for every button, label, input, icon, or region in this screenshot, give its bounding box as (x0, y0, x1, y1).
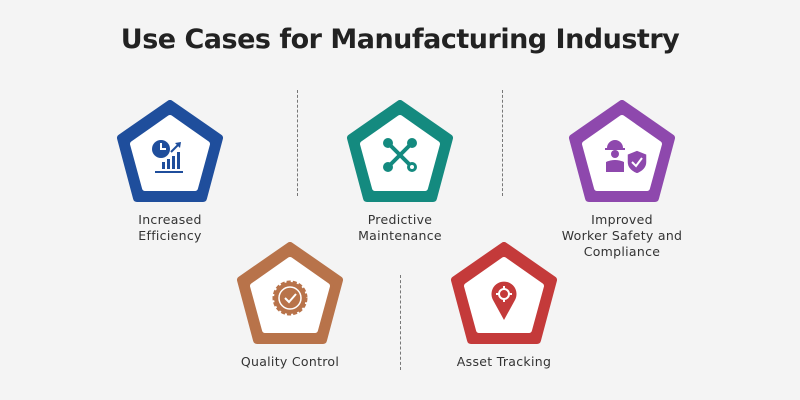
pentagon-badge (117, 100, 223, 202)
wrench-tools-icon (383, 138, 417, 172)
label-line: Efficiency (138, 228, 202, 243)
label-line: Maintenance (358, 228, 442, 243)
pentagon-badge (451, 242, 557, 344)
page-title: Use Cases for Manufacturing Industry (120, 24, 680, 55)
pentagon-badge (237, 242, 343, 344)
divider (400, 275, 401, 370)
divider (502, 90, 503, 196)
label-line: Improved (591, 212, 653, 227)
use-case-label: Improved Worker Safety and Compliance (532, 212, 712, 260)
pentagon-badge (569, 100, 675, 202)
label-line: Increased (138, 212, 202, 227)
efficiency-chart-icon (152, 140, 183, 173)
label-line: Worker Safety and (561, 228, 683, 243)
use-case-quality-control: Quality Control (200, 242, 380, 370)
worker-safety-shield-icon (605, 140, 648, 175)
use-case-predictive-maintenance: Predictive Maintenance (310, 100, 490, 244)
use-case-label: Increased Efficiency (80, 212, 260, 244)
label-line: Quality Control (240, 354, 340, 369)
use-case-label: Asset Tracking (414, 354, 594, 370)
label-line: Asset Tracking (456, 354, 552, 369)
use-case-increased-efficiency: Increased Efficiency (80, 100, 260, 244)
pentagon-badge (347, 100, 453, 202)
use-case-label: Predictive Maintenance (310, 212, 490, 244)
use-case-asset-tracking: Asset Tracking (414, 242, 594, 370)
use-case-worker-safety: Improved Worker Safety and Compliance (532, 100, 712, 260)
divider (297, 90, 298, 196)
location-pin-icon (491, 281, 517, 320)
quality-badge-check-icon (272, 280, 308, 316)
label-line: Predictive (367, 212, 433, 227)
use-case-label: Quality Control (200, 354, 380, 370)
label-line: Compliance (583, 244, 661, 259)
